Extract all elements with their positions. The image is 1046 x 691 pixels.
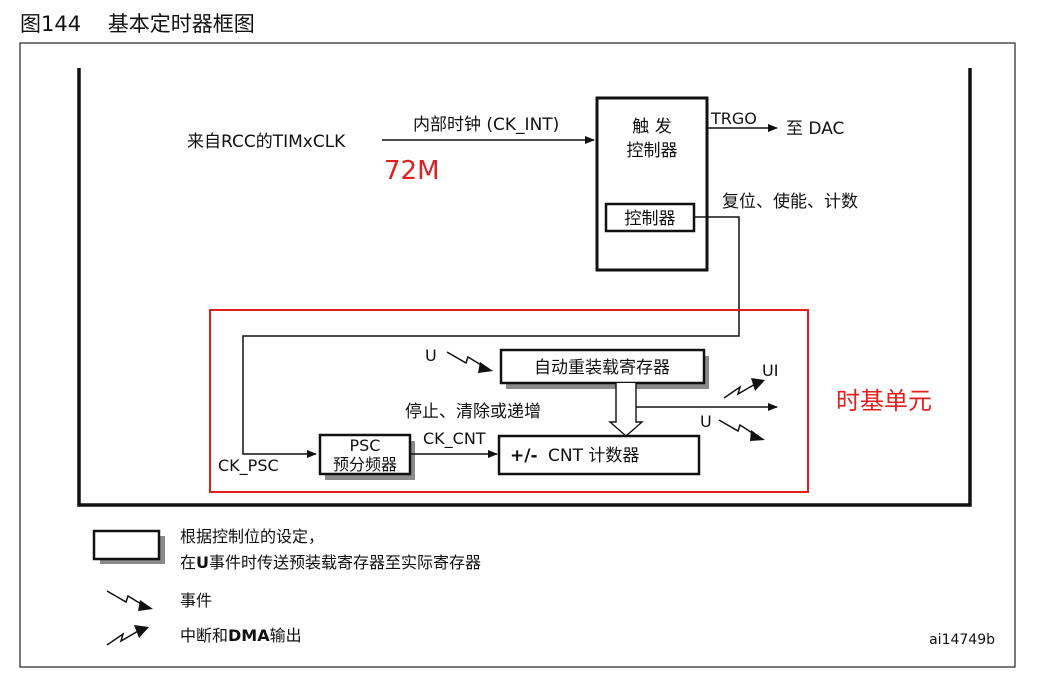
psc-block [318, 433, 412, 476]
u-event-out-icon [718, 419, 758, 437]
legend-shadow-line1: 根据控制位的设定， [180, 527, 324, 546]
dac-label: 至 DAC [786, 119, 844, 139]
trigger-controller-block [595, 96, 709, 272]
figure-title: 图144 基本定时器框图 [20, 8, 255, 38]
legend-event-label: 事件 [180, 591, 212, 610]
input-source-label: 来自RCC的TIMxCLK [187, 132, 346, 152]
legend-event-icon [106, 590, 147, 608]
cnt-prefix: +/- [510, 446, 538, 466]
trgo-label: TRGO [710, 109, 757, 128]
u-event-in-icon [446, 351, 487, 369]
ui-interrupt-arrowhead [751, 378, 765, 391]
ck-cnt-label: CK_CNT [423, 429, 486, 449]
ck-int-label: 内部时钟 (CK_INT) [413, 115, 559, 135]
outer-frame [19, 42, 1016, 668]
u-event-out-arrowhead [750, 430, 765, 441]
preload-transfer-arrow [608, 383, 644, 437]
legend-irq-label: 中断和DMA输出 [180, 626, 302, 645]
psc-label-2: 预分频器 [333, 455, 397, 474]
timer-boundary [77, 68, 972, 507]
ck-psc-label: CK_PSC [218, 456, 279, 476]
control-signals-label: 复位、使能、计数 [722, 191, 858, 212]
legend-shadow-line2: 在U事件时传送预装载寄存器至实际寄存器 [180, 553, 481, 572]
ui-label: UI [762, 361, 778, 380]
frequency-note: 72M [384, 156, 440, 186]
u-out-label: U [700, 412, 712, 431]
figure-number: 图144 [20, 12, 82, 36]
control-wire [242, 216, 740, 458]
time-base-frame [209, 309, 809, 493]
cnt-label: CNT 计数器 [548, 446, 639, 466]
trigger-controller-title-2: 控制器 [627, 141, 678, 161]
time-base-label: 时基单元 [836, 387, 932, 415]
figure-caption: 基本定时器框图 [107, 12, 255, 36]
legend-event-arrowhead [138, 600, 153, 611]
controller-inner-label: 控制器 [625, 209, 676, 229]
stop-clear-label: 停止、清除或递增 [405, 402, 541, 422]
ui-interrupt-icon [723, 382, 758, 399]
legend-shadow-swatch [92, 529, 161, 561]
controller-inner-block [604, 202, 696, 233]
arr-block [499, 348, 706, 385]
u-event-in-arrowhead [478, 362, 493, 373]
trigger-controller-title-1: 触 发 [632, 117, 671, 137]
arr-label: 自动重装载寄存器 [534, 358, 670, 378]
cnt-block [497, 434, 701, 476]
legend-irq-icon [106, 629, 141, 646]
figure-id-label: ai14749b [929, 632, 995, 648]
legend-irq-arrowhead [134, 625, 149, 638]
u-event-in-label: U [425, 346, 437, 365]
psc-label-1: PSC [350, 436, 381, 455]
